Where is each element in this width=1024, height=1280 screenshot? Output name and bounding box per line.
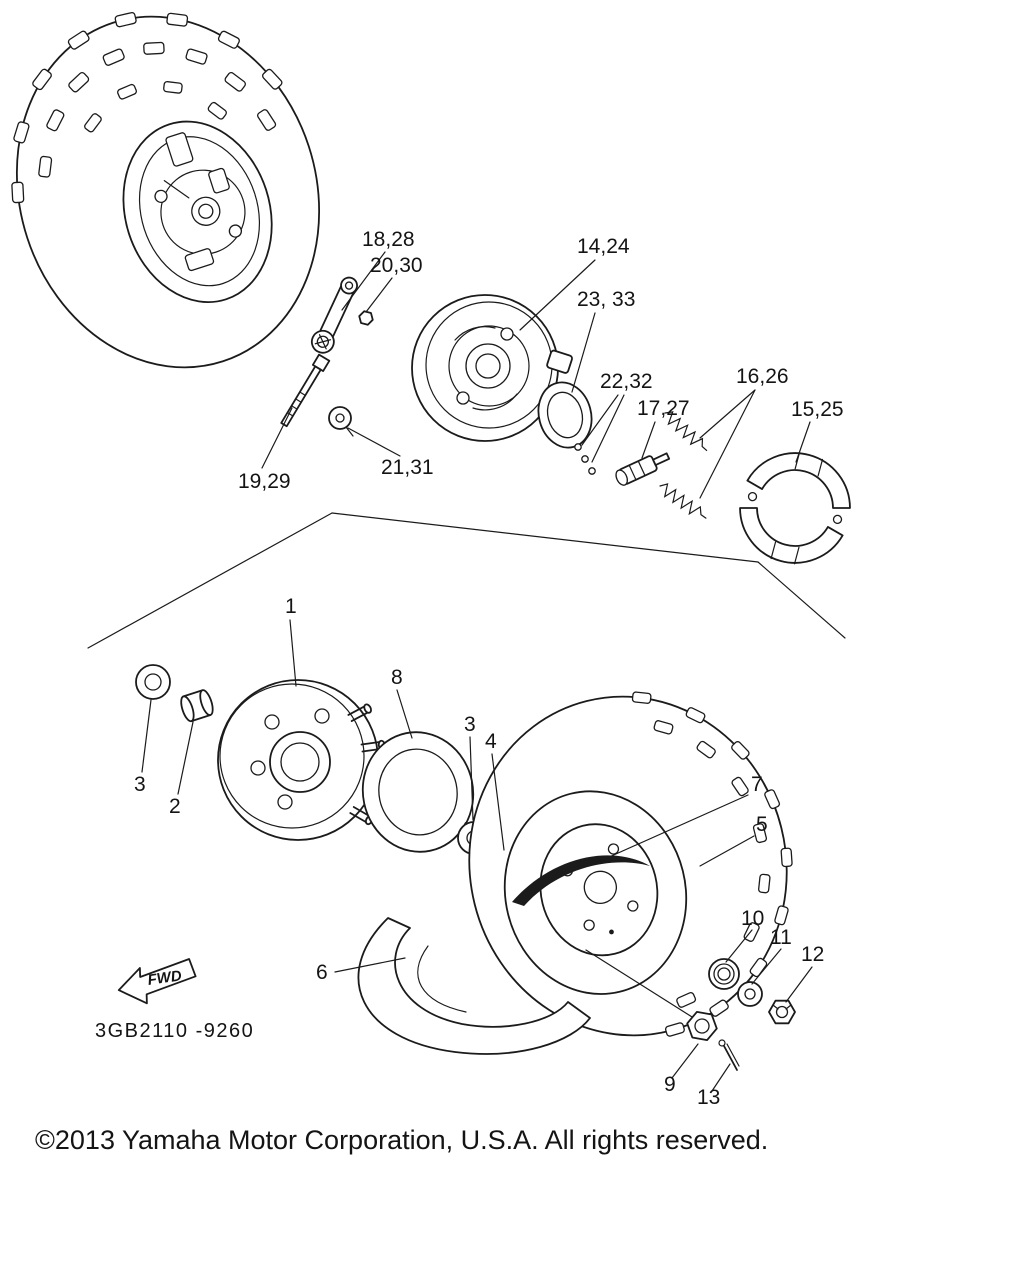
- callout-9: 9: [664, 1073, 676, 1096]
- castle-nut: [768, 999, 796, 1025]
- callout-18-28: 18,28: [362, 228, 415, 251]
- front-tire: [468, 691, 793, 1037]
- rear-rim-half: [539, 823, 659, 957]
- wheel-hub: [217, 679, 388, 841]
- callout-16-26: 16,26: [736, 365, 789, 388]
- callout-5: 5: [756, 813, 768, 836]
- callout-3: 3: [464, 713, 476, 736]
- wheel-bearing-left: [135, 664, 171, 700]
- callout-12: 12: [801, 943, 824, 966]
- fwd-arrow: FWD: [117, 958, 197, 1005]
- callout-20-30: 20,30: [370, 254, 423, 277]
- brake-cam-lever: [310, 276, 358, 354]
- callout-19-29: 19,29: [238, 470, 291, 493]
- callout-15-25: 15,25: [791, 398, 844, 421]
- callout-2: 2: [169, 795, 181, 818]
- callout-7: 7: [751, 773, 763, 796]
- tire-tread-knobs: [11, 11, 283, 204]
- exploded-plane-lines: [87, 512, 846, 649]
- fwd-arrow-label: FWD: [147, 967, 183, 989]
- lever-washer: [328, 406, 354, 437]
- axle-washer-outer: [708, 958, 740, 990]
- callout-4: 4: [485, 730, 497, 753]
- cam-bolt: [280, 353, 331, 428]
- callout-13: 13: [697, 1086, 720, 1109]
- leader-lines: [141, 251, 813, 1092]
- callout-11: 11: [770, 926, 792, 949]
- axle-washer-inner: [737, 981, 763, 1007]
- brake-adjuster: [615, 452, 671, 486]
- diagram-part-code: 3GB2110 -9260: [95, 1020, 254, 1042]
- lever-nut: [358, 310, 374, 326]
- callout-10: 10: [741, 907, 764, 930]
- callout-labels: 18,28 20,30 14,24 23, 33 22,32 16,26 17,…: [134, 228, 844, 1109]
- callout-21-31: 21,31: [381, 456, 434, 479]
- callout-3b: 3: [134, 773, 146, 796]
- callout-14-24: 14,24: [577, 235, 630, 258]
- front-rim-half: [357, 917, 591, 1055]
- callout-23-33: 23, 33: [577, 288, 635, 311]
- oil-seal: [537, 381, 593, 449]
- callout-22-32: 22,32: [600, 370, 653, 393]
- brake-spring-upper: [664, 411, 708, 452]
- cotter-pin: [718, 1039, 740, 1071]
- hub-spacer: [180, 689, 214, 723]
- callout-1: 1: [285, 595, 297, 618]
- adjuster-pins: [574, 443, 596, 475]
- tire-bead-shadow: [512, 855, 650, 906]
- axle-nut: [686, 1010, 718, 1042]
- brake-backing-plate: [411, 294, 573, 442]
- brake-shoes: [739, 451, 851, 565]
- brake-spring-lower: [659, 483, 707, 519]
- front-wheel-assembled: [11, 11, 321, 369]
- copyright-notice: ©2013 Yamaha Motor Corporation, U.S.A. A…: [35, 1125, 768, 1155]
- callout-6: 6: [316, 961, 328, 984]
- callout-17-27: 17,27: [637, 397, 690, 420]
- front-rim-detail: [122, 120, 273, 304]
- callout-8: 8: [391, 666, 403, 689]
